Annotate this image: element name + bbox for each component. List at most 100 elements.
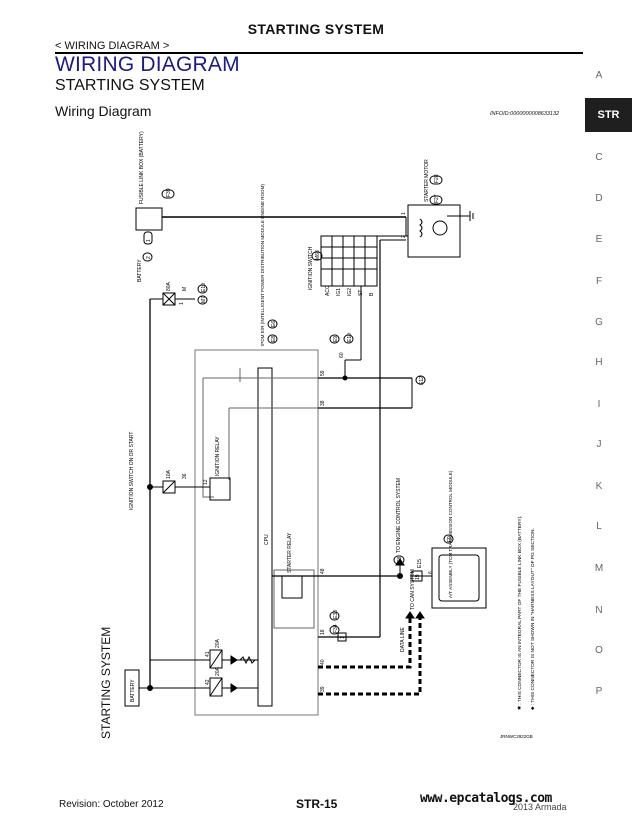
footer-revision: Revision: October 2012 xyxy=(59,799,164,810)
label-e15: E15 xyxy=(417,559,423,568)
cpu-block xyxy=(257,367,273,707)
fuse-20a-lower xyxy=(209,677,223,697)
label-48: 48 xyxy=(320,568,326,574)
label-f27: F27 xyxy=(434,194,440,203)
label-e10b: E10 xyxy=(347,333,353,342)
tcm-box xyxy=(431,547,487,609)
breadcrumb[interactable]: < WIRING DIAGRAM > xyxy=(55,40,170,52)
motor-symbol-icon xyxy=(432,220,448,236)
label-ipdm: IPDM E/R (INTELLIGENT POWER DISTRIBUTION… xyxy=(260,184,265,346)
label-tcm: A/T ASSEMBLY (TCM TRANSMISSION CONTROL M… xyxy=(448,470,453,598)
figure-id: JRNWC2922GB xyxy=(500,734,533,739)
label-m68: M68 xyxy=(315,250,321,260)
ignition-switch-grid xyxy=(320,235,378,287)
arrow-up-icon xyxy=(405,611,415,619)
label-m: M xyxy=(182,287,188,291)
data-line-can-h xyxy=(318,618,412,669)
diode-icon xyxy=(230,683,238,693)
label-f39: F39 xyxy=(166,188,172,197)
label-ign-ig2: IG2 xyxy=(347,288,353,296)
nav-letter-n[interactable]: N xyxy=(595,605,603,616)
nav-letter-o[interactable]: O xyxy=(595,645,603,656)
label-40: 40 xyxy=(320,659,326,665)
label-ign-acc: ACC xyxy=(325,285,331,296)
label-s1: 1 xyxy=(401,212,407,215)
label-ign-st: ST xyxy=(358,290,364,296)
label-f34: F34 xyxy=(333,624,339,633)
label-fuse-20a-1: 20A xyxy=(215,638,221,648)
label-18: 18 xyxy=(320,629,326,635)
note-not-shown: ⬥ : THIS CONNECTOR IS NOT SHOWN IN "HARN… xyxy=(530,528,536,710)
label-e38: E38 xyxy=(333,610,339,619)
label-39: 39 xyxy=(320,686,326,692)
nav-letter-e[interactable]: E xyxy=(595,234,603,245)
starter-relay xyxy=(281,575,303,599)
label-fuse-80a: 80A xyxy=(166,281,172,291)
nav-letter-k[interactable]: K xyxy=(595,481,603,492)
label-ign-ig1: IG1 xyxy=(336,288,342,296)
label-conn-1: 1 xyxy=(146,239,152,242)
label-6: 6 xyxy=(428,571,434,574)
nav-letter-i[interactable]: I xyxy=(597,399,601,410)
label-to-can: TO CAN SYSTEM xyxy=(410,569,416,610)
ignition-relay xyxy=(209,477,231,501)
footer-model: 2013 Armada xyxy=(513,802,567,812)
label-ignition-relay: IGNITION RELAY xyxy=(215,436,221,476)
label-f28: F28 xyxy=(434,174,440,183)
label-fuse-20a-2: 20A xyxy=(215,666,221,676)
nav-letter-d[interactable]: D xyxy=(595,193,603,204)
connector-e38-pin xyxy=(337,632,347,642)
label-s2: 2 xyxy=(401,235,407,238)
label-battery-top: BATTERY xyxy=(137,259,143,282)
data-line-can-l xyxy=(318,618,422,696)
label-19: 19 xyxy=(415,574,421,580)
nav-letter-j[interactable]: J xyxy=(596,439,602,450)
tab-str[interactable]: STR xyxy=(585,98,632,132)
label-starter-relay: STARTER RELAY xyxy=(287,532,293,573)
header-rule xyxy=(55,52,583,54)
nav-letter-l[interactable]: L xyxy=(596,521,602,532)
info-id: INFOID:0000000008633132 xyxy=(490,111,560,117)
arrow-up-icon xyxy=(415,611,425,619)
watermark: www.epcatalogs.com xyxy=(420,791,552,806)
diode-icon xyxy=(230,655,238,665)
nav-letter-m[interactable]: M xyxy=(594,563,604,574)
label-e10: E10 xyxy=(201,283,207,292)
label-e8b: E8 xyxy=(397,557,403,563)
nav-letter-a[interactable]: A xyxy=(595,70,603,81)
nav-letter-c[interactable]: C xyxy=(595,152,603,163)
label-ignition-switch: IGNITION SWITCH xyxy=(308,246,314,290)
label-60: 60 xyxy=(339,352,345,358)
note-integral-connector: ✱ : THIS CONNECTOR IS AN INTEGRAL PART O… xyxy=(517,515,523,710)
label-38: 38 xyxy=(320,400,326,406)
nav-letter-f[interactable]: F xyxy=(595,276,603,287)
solenoid-coil-icon xyxy=(419,218,423,238)
label-b2: 2 xyxy=(146,256,152,259)
page-heading: WIRING DIAGRAM xyxy=(55,53,240,76)
nav-letter-g[interactable]: G xyxy=(595,317,603,328)
label-59: 59 xyxy=(320,370,326,376)
label-to-ecs: TO ENGINE CONTROL SYSTEM xyxy=(396,478,402,553)
label-fuse-10a: 10A xyxy=(166,469,172,479)
nav-letter-p[interactable]: P xyxy=(595,686,603,697)
label-e9: E9 xyxy=(333,336,339,342)
label-e6: E6 xyxy=(271,321,277,327)
label-42: 42 xyxy=(205,679,211,685)
label-1: 1 xyxy=(340,636,346,639)
page-header-title: STARTING SYSTEM xyxy=(247,21,385,37)
ipdm-er-box xyxy=(194,349,319,716)
page-subheading: STARTING SYSTEM xyxy=(55,77,205,94)
connector-f39-pin xyxy=(143,231,153,245)
nav-letter-h[interactable]: H xyxy=(595,357,603,368)
label-ign-b: B xyxy=(369,292,375,296)
label-cpu: CPU xyxy=(264,534,270,545)
label-battery-bottom: BATTERY xyxy=(130,679,136,702)
label-fusible-link: FUSIBLE LINK BOX (BATTERY) xyxy=(139,131,145,204)
footer-page-number: STR-15 xyxy=(296,797,338,811)
label-41: 41 xyxy=(205,651,211,657)
label-starter-motor: STARTER MOTOR xyxy=(424,159,430,202)
starter-motor-box xyxy=(407,204,461,258)
label-e8: E8 xyxy=(271,336,277,342)
label-12: 12 xyxy=(203,479,209,485)
